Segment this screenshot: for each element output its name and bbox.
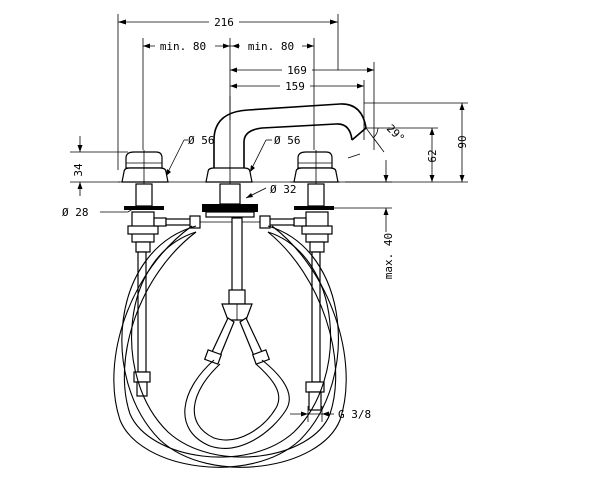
dimension-169: 169 <box>230 62 375 150</box>
dimension-34: 34 <box>70 136 128 196</box>
right-valve-body <box>293 211 333 253</box>
dim-g38-label: G 3/8 <box>338 408 371 421</box>
dim-62-label: 62 <box>426 149 439 162</box>
spout <box>205 96 367 188</box>
supply-hose-right <box>305 251 325 411</box>
connecting-hoses <box>165 215 295 229</box>
dim-min80-right-label: min. 80 <box>248 40 294 53</box>
dimension-dia56-left: Ø 56 <box>165 134 215 177</box>
dimension-min80-right: min. 80 <box>230 38 315 150</box>
left-handle <box>121 150 169 184</box>
dim-max40-label: max. 40 <box>382 233 395 279</box>
dim-90-label: 90 <box>456 135 469 148</box>
dimension-216: 216 <box>117 14 339 170</box>
dim-dia56-right-label: Ø 56 <box>274 134 301 147</box>
dimension-159: 159 <box>230 78 365 140</box>
loop-hoses <box>113 225 347 468</box>
right-handle <box>293 150 339 184</box>
dimension-g38: G 3/8 <box>290 406 371 422</box>
dimension-62: 62 <box>388 127 439 182</box>
center-hose <box>221 217 253 321</box>
supply-hose-left <box>133 251 151 397</box>
dim-angle-label: 29° <box>384 122 407 145</box>
dim-dia28-label: Ø 28 <box>62 206 89 219</box>
dim-dia56-left-label: Ø 56 <box>188 134 215 147</box>
dim-dia32-label: Ø 32 <box>270 183 297 196</box>
dimension-dia32: Ø 32 <box>245 183 297 199</box>
dimension-min80-left: min. 80 <box>142 38 231 150</box>
deck-mount <box>124 183 334 218</box>
dimension-dia56-right: Ø 56 <box>249 134 301 173</box>
dimension-29deg: 29° <box>347 122 407 159</box>
dim-159-label: 159 <box>285 80 305 93</box>
dim-min80-left-label: min. 80 <box>160 40 206 53</box>
dim-216-label: 216 <box>214 16 234 29</box>
y-split-hoses <box>203 317 271 365</box>
left-valve-body <box>127 211 167 253</box>
dim-34-label: 34 <box>72 163 85 177</box>
dimension-dia28: Ø 28 <box>62 206 135 219</box>
dim-169-label: 169 <box>287 64 307 77</box>
